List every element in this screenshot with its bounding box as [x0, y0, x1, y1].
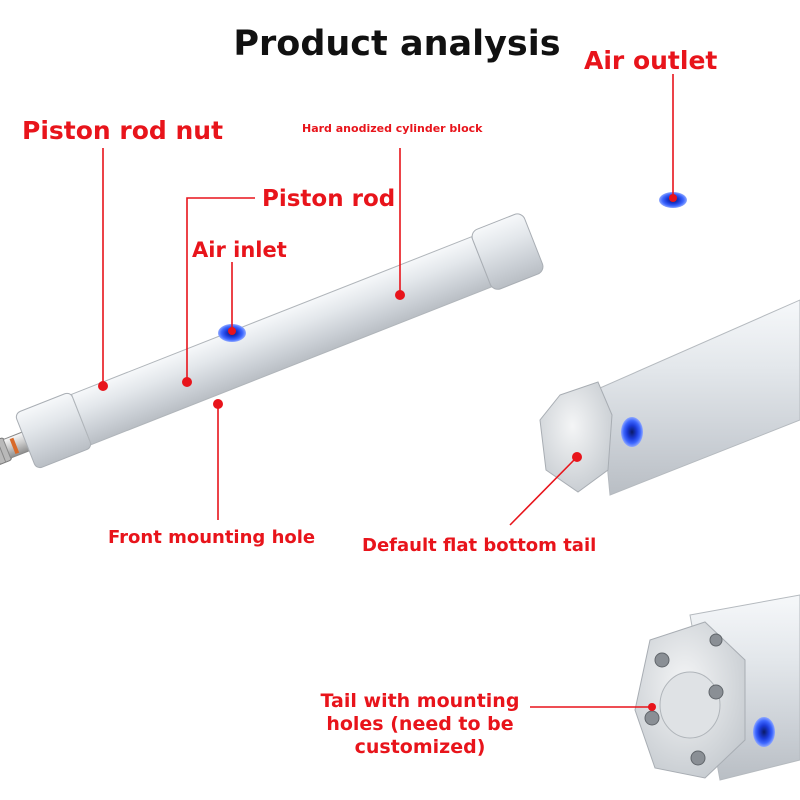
cylinder-tube [70, 236, 493, 446]
top-port [709, 633, 723, 647]
callout-dot [98, 381, 108, 391]
callout-dot [182, 377, 192, 387]
label-air-inlet: Air inlet [192, 238, 287, 262]
callout-dot [395, 290, 405, 300]
label-piston-rod-nut: Piston rod nut [22, 116, 224, 145]
tail-side-port-2 [753, 717, 775, 747]
callout-dot [648, 703, 656, 711]
tail-side-port [621, 417, 643, 447]
callout-dot [572, 452, 582, 462]
callout-dot [213, 399, 223, 409]
label-piston-rod: Piston rod [262, 186, 396, 212]
flat-tail-detail [539, 299, 800, 496]
mounting-tail-detail [634, 594, 800, 781]
flat-tail-face [539, 381, 613, 493]
mount-hole [654, 652, 670, 668]
page-title: Product analysis [233, 24, 561, 64]
label-front-mounting-hole: Front mounting hole [108, 527, 316, 548]
callout-dot [669, 194, 677, 202]
mount-hole [644, 710, 660, 726]
callout-lines [102, 74, 674, 708]
label-tail-mounting-holes: Tail with mounting holes (need to be cus… [320, 690, 520, 758]
label-flat-bottom-tail: Default flat bottom tail [362, 535, 597, 556]
callout-dot [228, 327, 236, 335]
label-air-outlet: Air outlet [584, 46, 718, 75]
mount-hole [708, 684, 724, 700]
main-cylinder [0, 192, 687, 477]
mount-hole [690, 750, 706, 766]
label-cylinder-block: Hard anodized cylinder block [302, 122, 483, 135]
rear-head [471, 213, 544, 290]
callout-dots [98, 194, 677, 711]
